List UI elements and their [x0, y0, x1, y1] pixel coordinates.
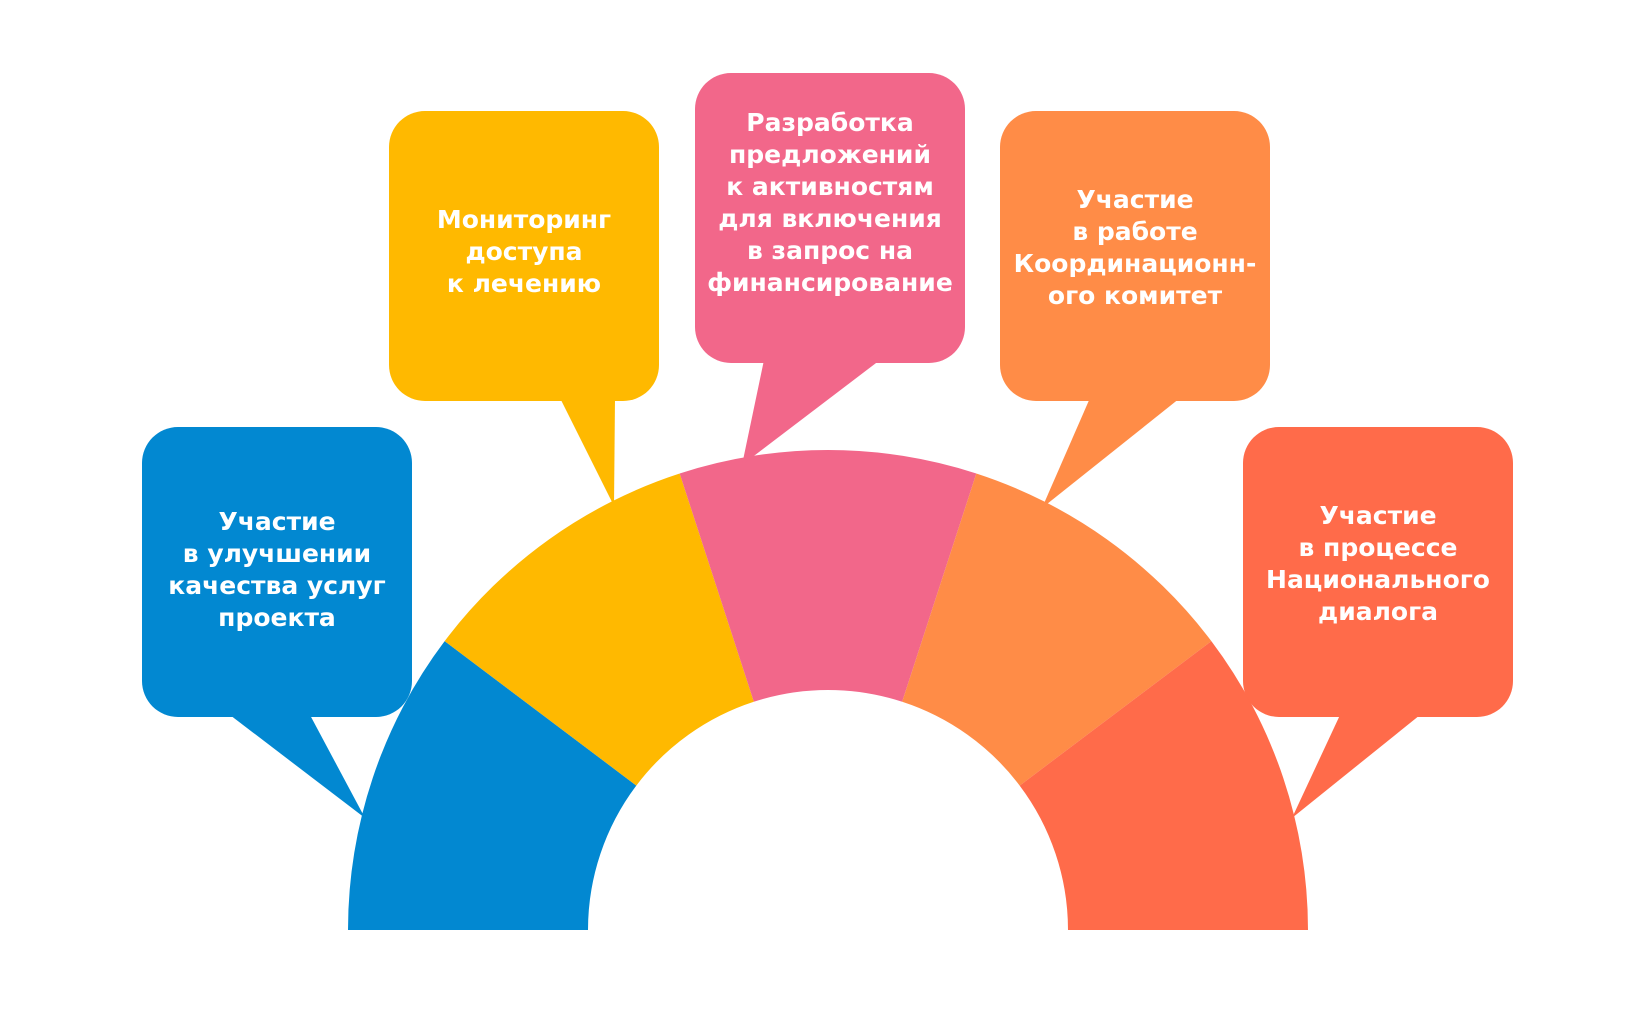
callout-pointer-quality	[230, 715, 365, 818]
callout-label-line: к активностям	[726, 172, 934, 201]
callout-box-committee	[1000, 111, 1270, 401]
callout-bubbles: Участие в улучшении качества услуг проекта М…	[142, 73, 1513, 818]
arc-segment-dialogue	[1019, 641, 1308, 930]
callout-label-line: проекта	[218, 603, 336, 632]
callout-box-monitoring	[389, 111, 659, 401]
callout-label-line: Координационн-	[1014, 249, 1257, 278]
callout-label-line: для включения	[718, 204, 942, 233]
callout-label-quality: Участие в улучшении качества услуг проекта	[168, 507, 385, 632]
callout-label-line: ого комитет	[1048, 281, 1223, 310]
callout-label-line: предложений	[729, 140, 931, 169]
callout-label-proposals: Разработка предложений к активностям для вк…	[707, 108, 953, 297]
callout-label-line: в запрос на	[747, 236, 913, 265]
callout-label-line: к лечению	[447, 269, 601, 298]
callout-pointer-committee	[1042, 398, 1180, 508]
callout-box-dialogue	[1243, 427, 1513, 717]
callout-box-quality	[142, 427, 412, 717]
callout-label-line: Участие	[1319, 501, 1436, 530]
callout-box-proposals	[695, 73, 965, 363]
callout-label-line: в улучшении	[183, 539, 371, 568]
callout-pointer-dialogue	[1292, 715, 1420, 818]
callout-label-line: доступа	[465, 237, 582, 266]
callout-pointer-monitoring	[560, 398, 615, 506]
callout-proposals: Разработка предложений к активностям для вк…	[695, 73, 965, 465]
callout-label-monitoring: Мониторинг доступа к лечению	[437, 205, 611, 298]
arc-segment-proposals	[679, 450, 977, 702]
callout-label-line: Участие	[218, 507, 335, 536]
callout-monitoring: Мониторинг доступа к лечению	[389, 111, 659, 506]
callout-quality: Участие в улучшении качества услуг проекта	[142, 427, 412, 818]
arc-segment-committee	[902, 473, 1212, 786]
callout-pointer-proposals	[742, 360, 880, 465]
semicircle-arc	[348, 450, 1308, 930]
callout-label-line: диалога	[1318, 597, 1438, 626]
callout-label-line: качества услуг	[168, 571, 385, 600]
arc-segment-quality	[348, 641, 637, 930]
callout-label-line: финансирование	[707, 268, 953, 297]
callout-label-line: Разработка	[746, 108, 913, 137]
callout-label-line: Участие	[1076, 185, 1193, 214]
callout-label-line: в работе	[1072, 217, 1197, 246]
callout-label-line: Мониторинг	[437, 205, 611, 234]
callout-label-line: в процессе	[1299, 533, 1458, 562]
arc-segment-monitoring	[444, 473, 754, 786]
callout-label-line: Национального	[1266, 565, 1490, 594]
